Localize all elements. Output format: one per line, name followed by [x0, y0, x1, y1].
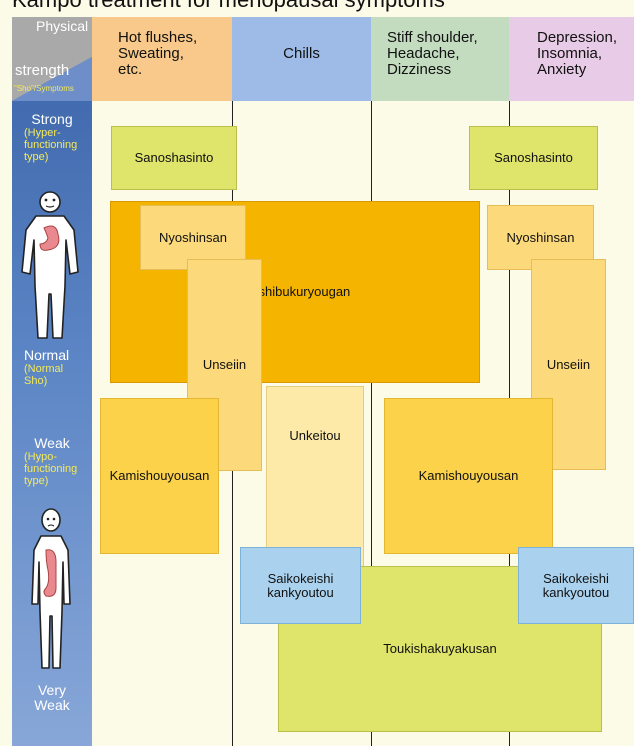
formula-sanoshasinto-depression: Sanoshasinto [469, 126, 598, 190]
column-header-depression: Depression, Insomnia, Anxiety [509, 17, 634, 101]
level-strong-sub: (Hyper- functioning type) [24, 127, 78, 163]
column-divider [371, 101, 372, 746]
level-normal-label: Normal [24, 347, 70, 363]
level-strong-label: Strong [31, 111, 73, 127]
formula-unkeitou: Unkeitou [266, 386, 364, 570]
column-header-depression-label: Depression, Insomnia, Anxiety [537, 29, 618, 78]
column-header-hot-flushes: Hot flushes, Sweating, etc. [92, 17, 232, 101]
level-weak: Weak (Hypo- functioning type) [14, 435, 90, 488]
level-weak-sub: (Hypo- functioning type) [24, 451, 78, 487]
corner-physical-label: Physical [36, 18, 89, 34]
formula-saikokeishi-kankyoutou-depression: Saikokeishi kankyoutou [518, 547, 634, 624]
column-header-chills-label: Chills [283, 45, 320, 62]
level-normal: Normal (Normal Sho) [14, 347, 90, 388]
column-header-stiff-shoulder-label: Stiff shoulder, Headache, Dizziness [387, 29, 478, 78]
formula-sanoshasinto-hot-flushes: Sanoshasinto [111, 126, 237, 190]
formula-saikokeishi-kankyoutou-chills: Saikokeishi kankyoutou [240, 547, 361, 624]
corner-strength-label: strength [15, 62, 70, 79]
sidebar-corner-header [12, 17, 92, 101]
formula-kamishouyousan-stiff-shoulder: Kamishouyousan [384, 398, 553, 554]
body-figure-weak-icon [24, 504, 78, 679]
level-weak-label: Weak [34, 435, 70, 451]
level-normal-sub: (Normal Sho) [24, 363, 64, 387]
level-very-weak: Very Weak [14, 683, 90, 713]
body-figure-strong-icon [18, 186, 82, 351]
corner-sho-label: "Sho"/Symptoms [14, 84, 74, 93]
level-very-weak-label: Very Weak [34, 682, 70, 713]
page-title: Kampo treatment for menopausal symptoms [12, 0, 445, 13]
column-header-chills: Chills [232, 17, 371, 101]
corner-diagonal [12, 17, 92, 101]
formula-kamishouyousan-hot-flushes: Kamishouyousan [100, 398, 219, 554]
column-header-hot-flushes-label: Hot flushes, Sweating, etc. [118, 29, 198, 78]
level-strong: Strong (Hyper- functioning type) [14, 111, 90, 164]
column-header-stiff-shoulder: Stiff shoulder, Headache, Dizziness [371, 17, 509, 101]
